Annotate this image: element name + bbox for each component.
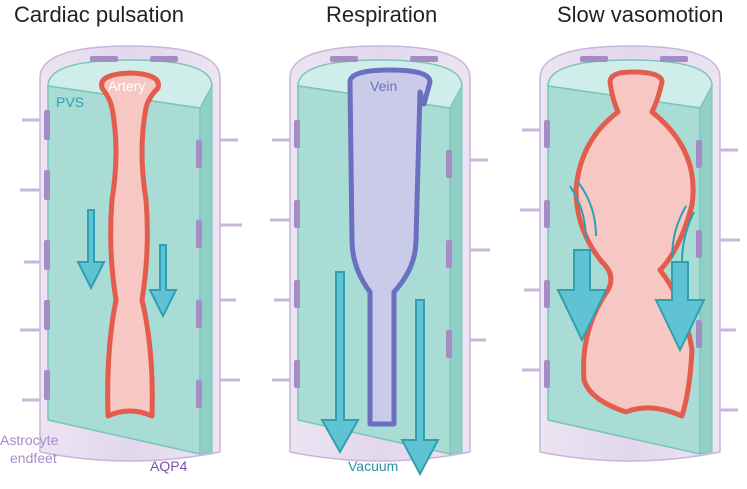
- aqp4-label: AQP4: [150, 458, 188, 474]
- flow-arrows: [556, 181, 706, 353]
- aqp4-channels: [44, 56, 202, 408]
- panel-title-vasomotion: Slow vasomotion: [557, 2, 724, 27]
- panel-title-respiration: Respiration: [326, 2, 438, 27]
- panel-respiration: [270, 45, 490, 477]
- artery-label: Artery: [108, 78, 146, 94]
- artery: [573, 69, 696, 419]
- panel-title-cardiac: Cardiac pulsation: [14, 2, 184, 27]
- vein: [347, 67, 433, 427]
- aqp4-channels: [544, 56, 702, 388]
- pvs-side-face: [449, 85, 463, 455]
- flow-arrows: [320, 271, 440, 477]
- artery: [99, 70, 161, 419]
- vein-label: Vein: [370, 78, 398, 94]
- vacuum-label: Vacuum: [348, 458, 399, 474]
- endfeet-label: endfeet: [10, 450, 57, 466]
- panel-cardiac-pulsation: [20, 45, 242, 462]
- astrocyte-label: Astrocyte: [0, 432, 59, 448]
- panel-slow-vasomotion: [520, 45, 740, 462]
- aqp4-channels: [294, 56, 452, 388]
- pvs-side-face: [199, 85, 213, 455]
- flow-arrows: [76, 209, 178, 319]
- pvs-label: PVS: [56, 94, 85, 110]
